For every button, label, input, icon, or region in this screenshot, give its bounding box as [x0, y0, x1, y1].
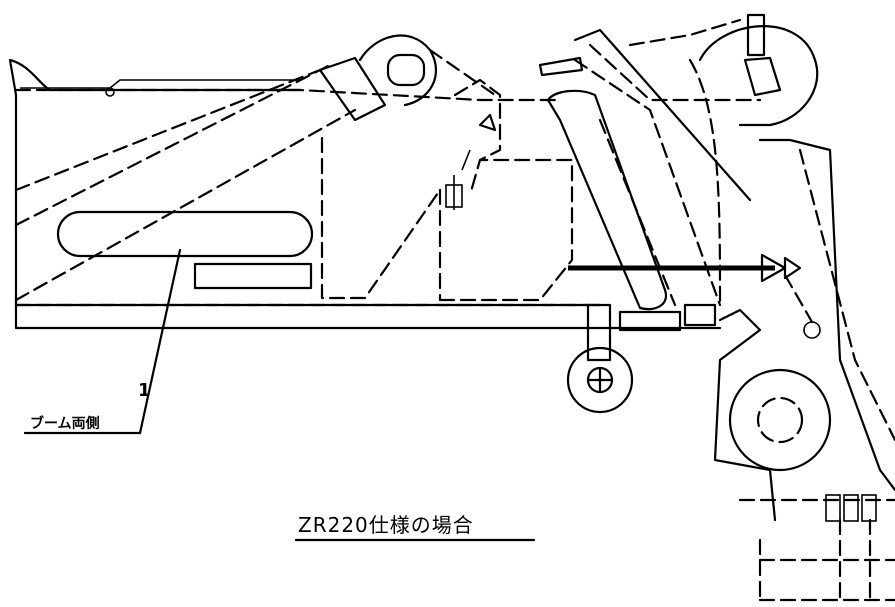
boom-slot: [56, 210, 314, 258]
callout-number: 1: [138, 380, 151, 401]
drawing-caption: ZR220仕様の場合: [298, 513, 474, 537]
link-assembly: [445, 78, 502, 210]
callout-leader: [138, 248, 182, 435]
attachment: [713, 138, 895, 602]
boom: [8, 58, 722, 330]
lower-pivot: [566, 303, 717, 414]
control-line: [568, 253, 821, 339]
boom-plate: [193, 262, 313, 290]
callout-label: ブーム両側: [30, 415, 100, 432]
callout: 1 ブーム両側: [23, 248, 182, 435]
caption-group: ZR220仕様の場合: [294, 513, 536, 542]
boom-cylinder: [14, 34, 497, 302]
arm: [538, 13, 819, 311]
